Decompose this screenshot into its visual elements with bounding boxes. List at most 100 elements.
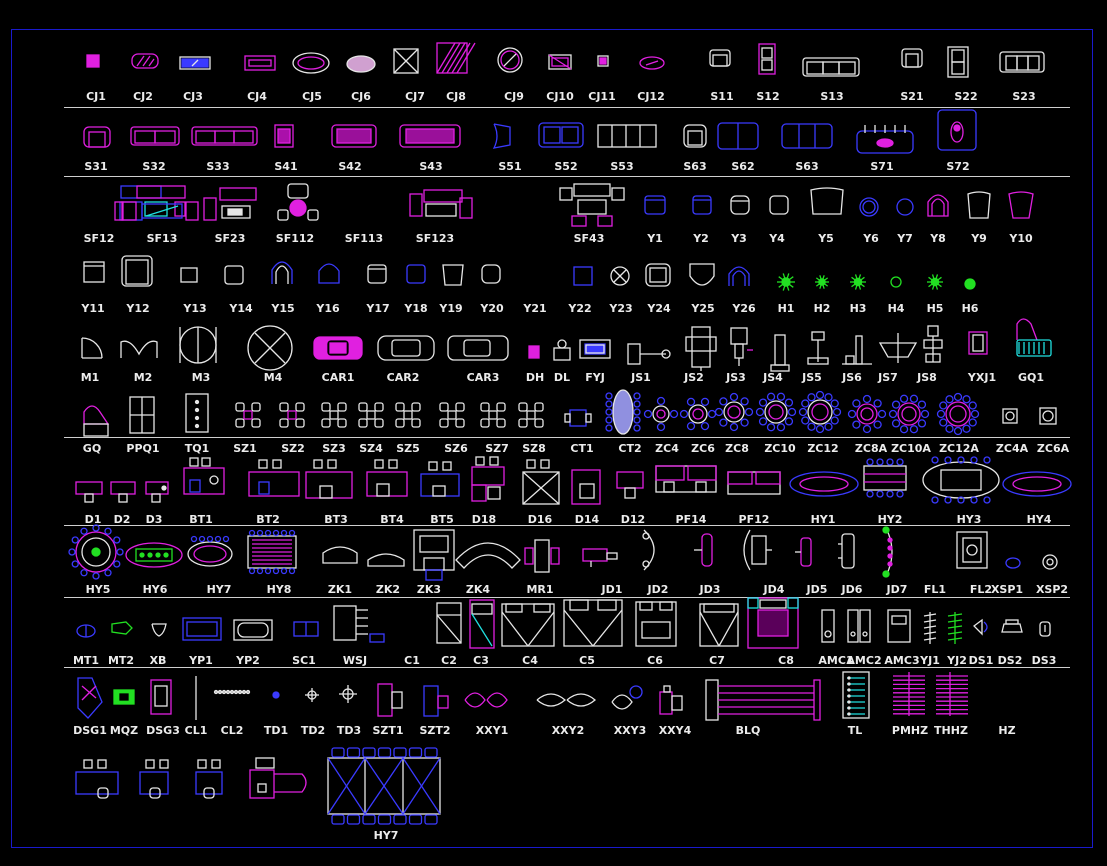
y12-symbol	[121, 255, 153, 287]
s52-symbol	[538, 122, 584, 148]
block-label: FL1	[923, 583, 947, 596]
meeting-set-2	[139, 759, 169, 799]
block-label: DH	[525, 371, 545, 384]
block-label: H5	[926, 302, 944, 315]
y19-symbol	[442, 264, 464, 286]
block-label: YP1	[189, 654, 213, 667]
zk2-symbol	[367, 553, 405, 567]
block-label: S52	[554, 160, 578, 173]
block-label: DS2	[997, 654, 1023, 667]
c4-symbol	[501, 603, 555, 647]
block-label: ZC8	[725, 442, 749, 455]
block-label: JS8	[917, 371, 937, 384]
block-label: THHZ	[934, 724, 968, 737]
block-label: MT1	[72, 654, 100, 667]
s12-symbol	[758, 43, 776, 75]
ds3-symbol	[1039, 621, 1051, 637]
d2-symbol	[110, 481, 136, 503]
block-label: GQ1	[1017, 371, 1045, 384]
zk3-symbol	[413, 529, 455, 581]
bt2-symbol	[248, 459, 300, 497]
c6-symbol	[635, 601, 677, 647]
c1-symbol	[436, 602, 462, 644]
bt3-symbol	[305, 459, 353, 499]
tq1-symbol	[185, 393, 209, 433]
y7-symbol	[896, 198, 914, 216]
block-label: SF13	[146, 232, 178, 245]
block-label: D14	[574, 513, 600, 526]
meeting-set-1	[75, 759, 119, 799]
c7-symbol	[699, 603, 739, 647]
c3-symbol	[469, 599, 495, 649]
s13-symbol	[802, 57, 860, 77]
xxy1-symbol	[464, 692, 508, 708]
h2-symbol	[815, 275, 829, 289]
s51-symbol	[492, 123, 511, 149]
block-label: Y19	[439, 302, 463, 315]
block-label: ZK2	[375, 583, 401, 596]
block-label: ZK1	[327, 583, 353, 596]
block-label: S21	[900, 90, 924, 103]
block-label: BT3	[324, 513, 348, 526]
block-label: SF23	[214, 232, 246, 245]
cj6-symbol	[346, 55, 376, 73]
cj12-symbol	[639, 56, 665, 70]
block-label: HY7	[373, 829, 399, 842]
y5-symbol	[810, 187, 844, 215]
d14-symbol	[571, 469, 601, 505]
s33-symbol	[191, 126, 258, 146]
dh-symbol	[528, 345, 540, 359]
block-label: JD2	[647, 583, 669, 596]
js4-symbol	[770, 334, 790, 372]
block-label: S41	[274, 160, 298, 173]
block-label: S12	[756, 90, 780, 103]
block-label: HY3	[956, 513, 982, 526]
block-label: MR1	[526, 583, 554, 596]
d3-symbol	[145, 481, 169, 503]
sf112-symbol	[277, 183, 319, 221]
zk1-symbol	[322, 546, 358, 564]
block-label: MT2	[107, 654, 135, 667]
block-label: H6	[961, 302, 979, 315]
block-label: SF113	[344, 232, 384, 245]
block-label: Y8	[930, 232, 946, 245]
zc12-symbol	[798, 390, 842, 434]
block-label: D18	[471, 513, 497, 526]
row-separator	[64, 437, 1070, 438]
m1-symbol	[81, 337, 103, 359]
mt2-symbol	[111, 621, 133, 635]
y13-symbol	[180, 267, 198, 283]
y18-symbol	[406, 264, 426, 284]
y9-symbol	[967, 191, 991, 219]
block-label: Y2	[693, 232, 709, 245]
block-label: S11	[710, 90, 734, 103]
block-label: S22	[954, 90, 978, 103]
block-label: D3	[145, 513, 163, 526]
block-label: CJ9	[504, 90, 524, 103]
ppq1-symbol	[129, 396, 155, 434]
block-label: M1	[80, 371, 100, 384]
block-label: ZC6A	[1036, 442, 1070, 455]
row-separator	[64, 597, 1070, 598]
meeting-set-3	[195, 759, 223, 799]
s63b-symbol	[781, 123, 833, 149]
c8-symbol	[747, 597, 799, 649]
block-label: C4	[522, 654, 538, 667]
d1-symbol	[75, 481, 103, 503]
block-label: Y12	[126, 302, 150, 315]
js2-symbol	[685, 326, 717, 371]
block-label: ZC4A	[995, 442, 1029, 455]
s32-symbol	[130, 126, 180, 146]
sz8-symbol	[518, 402, 544, 428]
block-label: CT2	[618, 442, 642, 455]
bt5-symbol	[420, 461, 460, 497]
m4-symbol	[247, 325, 293, 371]
block-label: S13	[820, 90, 844, 103]
sz3-symbol	[321, 402, 347, 428]
block-label: BT2	[256, 513, 280, 526]
block-label: AMC3	[884, 654, 920, 667]
block-label: JD7	[886, 583, 908, 596]
block-label: Y23	[609, 302, 633, 315]
y6-symbol	[859, 197, 879, 217]
block-label: XXY1	[475, 724, 509, 737]
